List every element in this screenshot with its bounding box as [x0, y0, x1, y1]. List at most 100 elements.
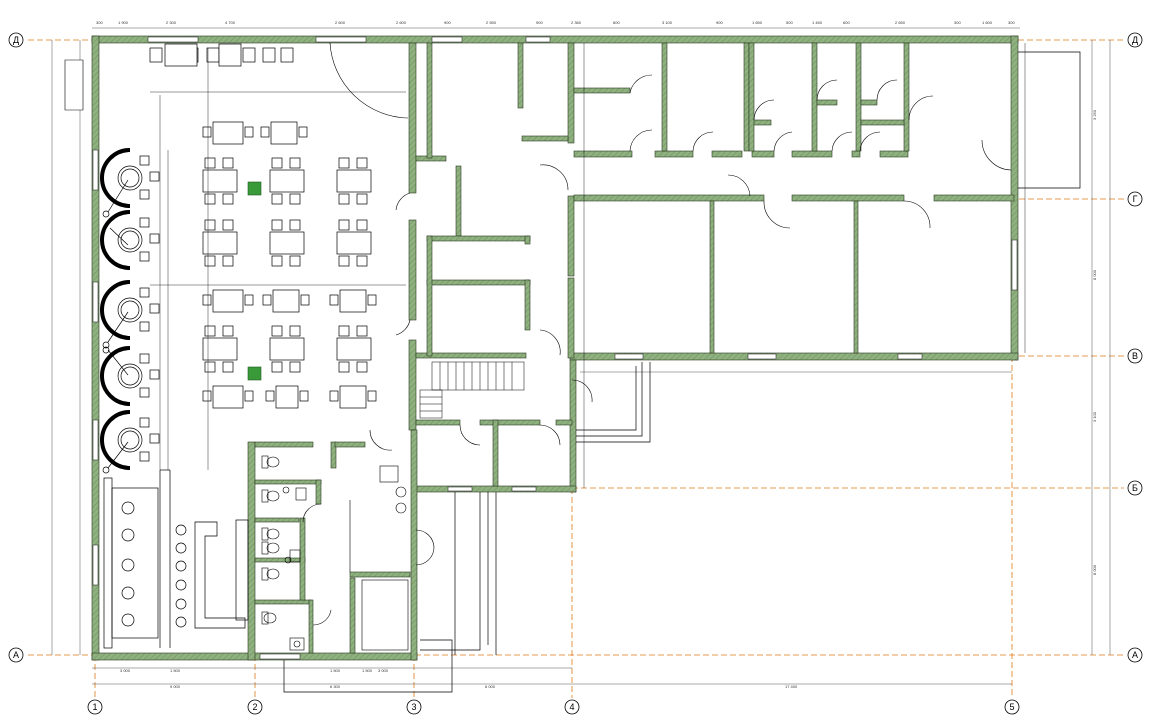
dim-right-0: 3 250 — [1092, 109, 1097, 120]
dim-top-13: 1 650 — [752, 20, 763, 25]
dim-bottom-8: 17 400 — [785, 684, 798, 689]
booth-table — [100, 210, 160, 270]
dim-bottom-0: 3 000 — [120, 668, 131, 673]
dim-top-1: 1 900 — [118, 20, 129, 25]
dim-top-15: 1 450 — [812, 20, 823, 25]
dim-top-4: 2 600 — [335, 20, 346, 25]
svg-text:В: В — [1132, 351, 1138, 361]
table-top-row — [149, 43, 294, 67]
svg-text:1: 1 — [92, 702, 97, 712]
wc-fixtures — [261, 455, 409, 651]
dim-top-2: 2 300 — [166, 20, 177, 25]
table-2-seat — [265, 385, 309, 409]
table-2-seat — [329, 385, 377, 409]
planters — [247, 181, 262, 381]
booth-table — [100, 148, 160, 218]
dim-top-16: 600 — [843, 20, 850, 25]
svg-text:3: 3 — [411, 702, 416, 712]
axis-bubble-a-right: А — [1127, 647, 1143, 663]
toilet — [261, 567, 280, 581]
dim-right-3: 8 000 — [1092, 564, 1097, 575]
axis-bubble-g-right: Г — [1127, 191, 1143, 207]
axis-bubble-2: 2 — [247, 699, 263, 715]
dim-bottom-5: 9 000 — [170, 684, 181, 689]
svg-text:А: А — [13, 650, 19, 660]
reception-desk — [379, 465, 407, 514]
booth-table — [100, 346, 160, 406]
table-4-seat — [202, 219, 238, 267]
dim-top-5: 2 600 — [396, 20, 407, 25]
axis-bubble-5: 5 — [1004, 699, 1020, 715]
dim-top-3: 4 700 — [225, 20, 236, 25]
toilet — [261, 611, 277, 625]
table-2-seat — [202, 289, 254, 313]
planter — [247, 366, 262, 381]
windows — [92, 36, 1018, 660]
svg-text:5: 5 — [1009, 702, 1014, 712]
svg-text:Г: Г — [1133, 194, 1138, 204]
dim-bottom-1: 1 500 — [170, 668, 181, 673]
planter — [247, 181, 262, 196]
toilet — [261, 489, 280, 503]
table-2-seat — [262, 289, 310, 313]
toilet — [261, 541, 280, 555]
doors — [64, 42, 1012, 626]
table-4-seat — [336, 325, 372, 373]
dim-top-14: 500 — [786, 20, 793, 25]
table-4-seat — [269, 325, 305, 373]
table-4-seat — [336, 219, 372, 267]
guide-lines — [150, 43, 1026, 488]
axis-bubbles: Д Д Г В Б А А 1 2 3 4 5 — [8, 32, 1143, 715]
sink — [289, 549, 301, 563]
dim-top-7: 2 550 — [486, 20, 497, 25]
table-4-seat — [269, 219, 305, 267]
table-4-seat — [336, 157, 372, 205]
table-2-seat — [329, 289, 377, 313]
dim-top-20: 300 — [1008, 20, 1015, 25]
sink — [295, 487, 307, 501]
dim-top-12: 900 — [716, 20, 723, 25]
exterior-ramps — [283, 51, 1081, 693]
dim-bottom-7: 6 000 — [485, 684, 496, 689]
axis-bubble-v-right: В — [1127, 348, 1143, 364]
booth-tables — [100, 148, 160, 474]
walls — [91, 35, 1019, 661]
axis-bubble-d-left: Д — [8, 32, 24, 48]
table-2-seat — [260, 121, 308, 145]
dim-bottom-3: 1 500 — [362, 668, 373, 673]
sink — [282, 486, 292, 564]
dim-top-0: 300 — [96, 20, 103, 25]
table-2-seat — [202, 121, 254, 145]
dim-top-17: 2 650 — [895, 20, 906, 25]
dimension-texts: 300 1 900 2 300 4 700 2 600 2 600 900 2 … — [96, 20, 1097, 689]
svg-text:4: 4 — [569, 702, 574, 712]
dim-top-18: 300 — [954, 20, 961, 25]
svg-text:Д: Д — [1132, 35, 1138, 45]
dim-bottom-4: 3 000 — [378, 668, 389, 673]
dim-top-11: 3 100 — [662, 20, 673, 25]
svg-text:Б: Б — [1132, 483, 1138, 493]
stairs — [419, 361, 525, 419]
dim-top-19: 1 600 — [982, 20, 993, 25]
svg-text:Д: Д — [13, 35, 19, 45]
svg-text:А: А — [1132, 650, 1138, 660]
toilet — [261, 527, 280, 541]
booth-table — [100, 410, 160, 474]
dim-right-2: 3 100 — [1092, 411, 1097, 422]
dim-right-1: 8 000 — [1092, 269, 1097, 280]
table-4-seat — [202, 157, 238, 205]
dim-top-10: 600 — [613, 20, 620, 25]
dim-top-6: 900 — [444, 20, 451, 25]
axis-bubble-1: 1 — [87, 699, 103, 715]
booth-table — [100, 280, 160, 349]
dining-tables — [149, 43, 377, 409]
axis-bubble-4: 4 — [564, 699, 580, 715]
table-4-seat — [269, 157, 305, 205]
dimension-lines — [51, 27, 1111, 685]
dim-bottom-2: 1 500 — [330, 668, 341, 673]
svg-text:2: 2 — [252, 702, 257, 712]
dim-top-9: 2 360 — [571, 20, 582, 25]
axis-bubble-3: 3 — [406, 699, 422, 715]
sink — [289, 637, 305, 651]
